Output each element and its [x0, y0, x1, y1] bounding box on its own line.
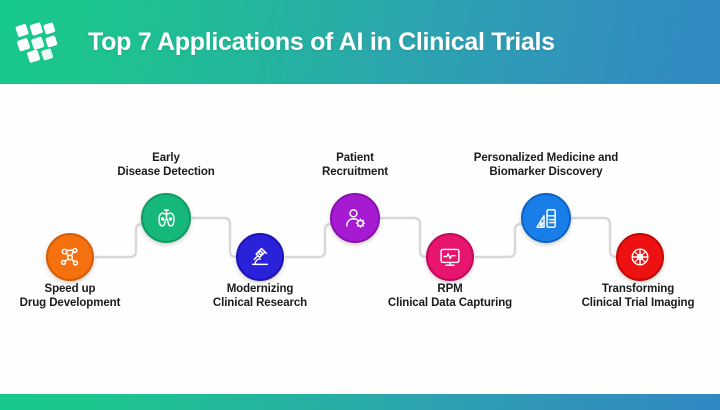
node-label-patient-recruitment: Patient Recruitment [322, 152, 388, 178]
node-modernizing-clinical-research[interactable] [236, 233, 284, 281]
connector-1-2 [94, 222, 146, 259]
connector-lines [94, 216, 620, 259]
flow-diagram: Speed up Drug Development Early Disease … [0, 84, 720, 384]
research-microscope-icon [251, 247, 269, 266]
connector-3-4 [284, 222, 335, 259]
node-early-disease-detection[interactable] [141, 193, 191, 243]
node-personalized-medicine-biomarker-discovery[interactable] [521, 193, 571, 243]
node-patient-recruitment[interactable] [330, 193, 380, 243]
node-label-modernizing-clinical-research: Modernizing Clinical Research [212, 283, 308, 309]
monitor-data-icon [440, 248, 460, 266]
node-label-speed-up-drug-development: Speed up Drug Development [19, 283, 121, 309]
node-speed-up-drug-development[interactable] [46, 233, 94, 281]
header-banner: Top 7 Applications of AI in Clinical Tri… [0, 0, 720, 84]
node-rpm-clinical-data-capturing[interactable] [426, 233, 474, 281]
connector-4-5 [379, 216, 430, 259]
molecule-icon [60, 247, 79, 266]
biomarker-flask-icon [535, 208, 556, 228]
connector-2-3 [190, 216, 240, 259]
node-label-personalized-medicine-biomarker-discovery: Personalized Medicine and Biomarker Disc… [473, 152, 619, 178]
node-transforming-clinical-trial-imaging[interactable] [616, 233, 664, 281]
footer-gradient-bar [0, 394, 720, 410]
lungs-ai-icon [157, 208, 175, 227]
node-label-transforming-clinical-trial-imaging: Transforming Clinical Trial Imaging [581, 283, 695, 309]
connector-5-6 [474, 222, 525, 259]
connector-6-7 [570, 216, 620, 259]
patient-person-gear-icon [345, 208, 365, 228]
tiles-cluster-logo-icon [8, 10, 72, 74]
node-label-early-disease-detection: Early Disease Detection [117, 152, 215, 178]
node-label-rpm-clinical-data-capturing: RPM Clinical Data Capturing [387, 283, 513, 309]
page-title: Top 7 Applications of AI in Clinical Tri… [88, 27, 555, 56]
imaging-scan-icon [631, 248, 649, 266]
